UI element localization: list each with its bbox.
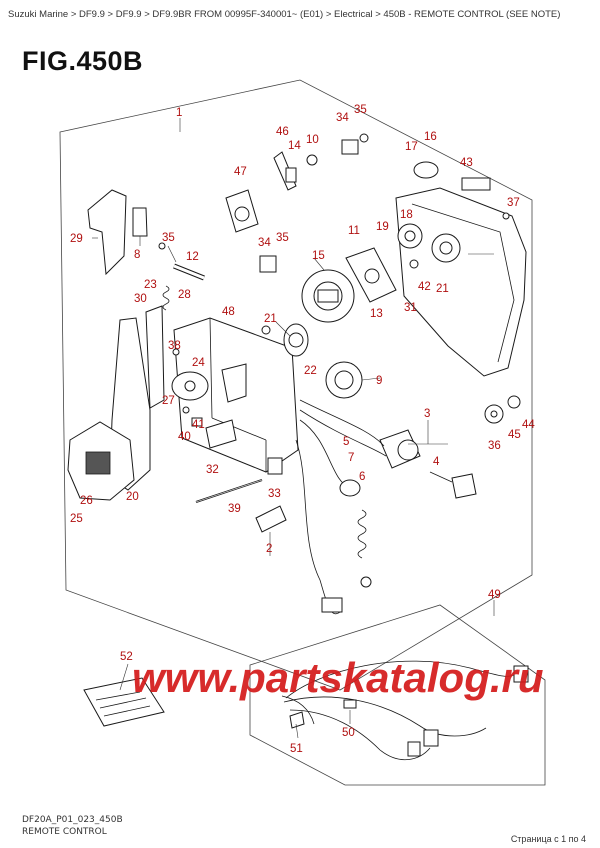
callout-35a: 35 [354,104,367,116]
callout-5: 5 [343,436,349,448]
callout-38: 38 [168,340,181,352]
callout-6: 6 [359,471,365,483]
callout-43: 43 [460,157,473,169]
washer-part [507,395,521,409]
callout-37: 37 [507,197,520,209]
callout-41: 41 [192,419,205,431]
switch-knob-part [397,439,419,461]
page-info: Страница с 1 по 4 [510,834,586,844]
harness-connector-part [513,665,529,683]
callout-36: 36 [488,440,501,452]
wire-connector-part [321,597,343,613]
callout-32: 32 [206,464,219,476]
callout-15: 15 [312,250,325,262]
callout-30: 30 [134,293,147,305]
brand-emblem-part [85,451,111,475]
callout-35c: 35 [276,232,289,244]
grip-cover-part [87,189,127,276]
callout-19: 19 [376,221,389,233]
cable-clamp-part [341,139,359,155]
callout-34b: 34 [258,237,271,249]
callout-27: 27 [162,395,175,407]
callout-21a: 21 [264,313,277,325]
harness-frame [249,604,546,786]
callout-35b: 35 [162,232,175,244]
callout-1: 1 [176,107,182,119]
grip-insert-part [132,207,148,237]
callout-labels: 1 2 3 4 5 6 7 8 9 10 11 12 13 14 15 16 1… [70,104,535,755]
watermark: www.partskatalog.ru [132,654,544,701]
callout-49: 49 [488,589,501,601]
ignition-key-part [451,473,477,499]
callout-18: 18 [400,209,413,221]
callout-47: 47 [234,166,247,178]
callout-14: 14 [288,140,301,152]
callout-4: 4 [433,456,440,468]
callout-48: 48 [222,306,235,318]
callout-8: 8 [134,249,140,261]
clip-part [267,457,283,475]
callout-39: 39 [228,503,241,515]
side-cover-part [395,187,527,377]
callout-42: 42 [418,281,431,293]
callout-31: 31 [404,302,417,314]
screw-head-part [502,212,510,220]
callout-29: 29 [70,233,83,245]
holder-block-part [259,255,277,273]
callout-3: 3 [424,408,430,420]
callout-44: 44 [522,419,535,431]
callout-10: 10 [306,134,319,146]
plate-part [255,505,287,533]
terminal-part [289,711,305,729]
wire-harness-part [285,660,519,699]
callout-12: 12 [186,251,199,263]
callout-11: 11 [348,225,360,237]
callout-20: 20 [126,491,139,503]
callout-13: 13 [370,308,383,320]
assembly-frame [59,79,533,691]
callout-50: 50 [342,727,355,739]
callout-40: 40 [178,431,191,443]
spring-wire-part [357,509,367,559]
callout-34a: 34 [336,112,349,124]
cover-tab-part [461,177,491,191]
callout-23: 23 [144,279,157,291]
cam-plate-part [221,363,247,403]
switch-bracket-part [205,419,237,449]
harness-clip-part [343,699,357,709]
callout-17: 17 [405,141,418,153]
breadcrumb[interactable]: Suzuki Marine > DF9.9 > DF9.9 > DF9.9BR … [8,9,561,20]
neutral-switch-part [339,479,361,497]
figure-code: DF20A_P01_023_450B [22,815,123,825]
callout-9: 9 [376,375,382,387]
callout-25: 25 [70,513,83,525]
callout-51: 51 [290,743,303,755]
coupler-part [423,729,439,747]
figure-caption: REMOTE CONTROL [22,827,107,837]
callout-33: 33 [268,488,281,500]
callout-7: 7 [348,452,354,464]
callout-28: 28 [178,289,191,301]
callout-22: 22 [304,365,317,377]
callout-46: 46 [276,126,289,138]
spring-part [162,285,170,311]
callout-2: 2 [266,543,272,555]
neutral-bracket-part [145,305,165,409]
callout-45: 45 [508,429,521,441]
callout-26: 26 [80,495,93,507]
grommet-part [413,161,439,179]
callout-52: 52 [120,651,133,663]
callout-24: 24 [192,357,205,369]
figure-title: FIG.450B [22,46,144,76]
callout-16: 16 [424,131,437,143]
callout-21b: 21 [436,283,449,295]
